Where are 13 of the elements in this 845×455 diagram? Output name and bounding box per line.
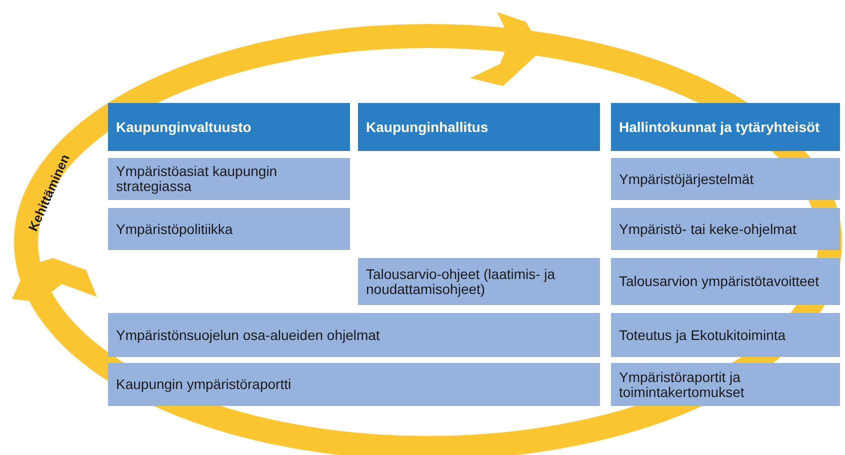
content-box: Ympäristöjärjestelmät: [611, 158, 840, 200]
header-box: Kaupunginvaltuusto: [108, 103, 350, 151]
content-box: Kaupungin ympäristöraportti: [108, 363, 600, 406]
header-box: Kaupunginhallitus: [358, 103, 600, 151]
content-box: Ympäristöpolitiikka: [108, 208, 350, 250]
header-box: Hallintokunnat ja tytäryhteisöt: [611, 103, 840, 151]
content-box: Toteutus ja Ekotukitoiminta: [611, 313, 840, 357]
content-box: Talousarvion ympäristötavoitteet: [611, 258, 840, 305]
content-box: Ympäristöraportit ja toimintakertomukset: [611, 363, 840, 406]
content-box: Talousarvio-ohjeet (laatimis- ja noudattamisohjeet): [358, 258, 600, 305]
content-box: Ympäristönsuojelun osa-alueiden ohjelmat: [108, 313, 600, 357]
content-box: Ympäristöasiat kaupungin strategiassa: [108, 158, 350, 200]
content-box: Ympäristö- tai keke-ohjelmat: [611, 208, 840, 250]
